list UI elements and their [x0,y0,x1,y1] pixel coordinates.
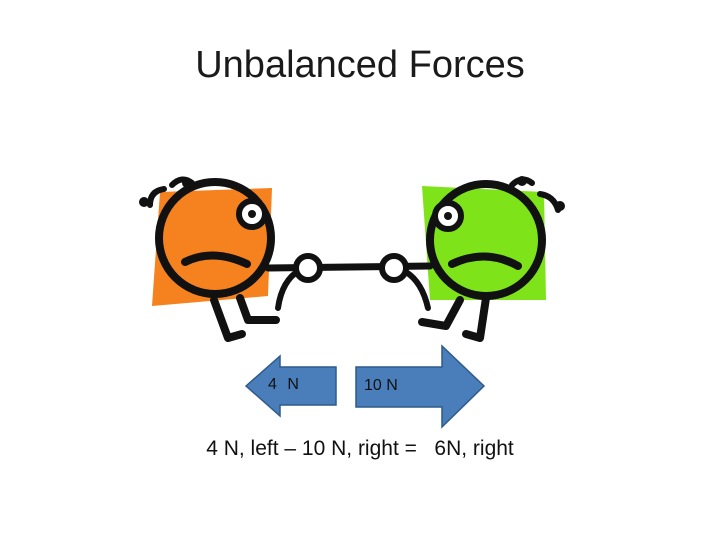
equation-text: 4 N, left – 10 N, right = [206,437,417,460]
net-force-equation: 4 N, left – 10 N, right = 6N, right [0,437,720,461]
orange-character-icon [139,176,303,342]
green-character-icon [403,176,565,342]
net-force-result: 6N, right [434,437,514,460]
slide-title: Unbalanced Forces [195,44,525,86]
right-arrow-icon [355,344,486,429]
rope-icon [264,253,434,283]
left-arrow-label: 4 N [268,376,302,393]
right-arrow-label: 10 N [364,377,398,394]
left-arrow-icon [244,354,337,418]
